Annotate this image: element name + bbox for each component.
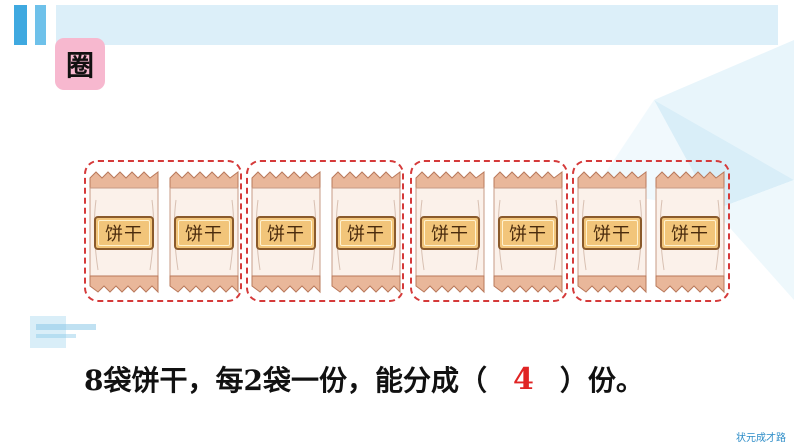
biscuit-label: 饼干	[420, 216, 480, 250]
biscuit-label: 饼干	[582, 216, 642, 250]
biscuit-pack: 饼干	[330, 170, 402, 294]
header-banner	[56, 5, 778, 45]
biscuit-label: 饼干	[498, 216, 558, 250]
biscuit-pack: 饼干	[492, 170, 564, 294]
biscuit-pack: 饼干	[576, 170, 648, 294]
group-circle-2	[246, 160, 404, 302]
biscuit-pack: 饼干	[414, 170, 486, 294]
biscuit-pack: 饼干	[654, 170, 726, 294]
biscuit-label: 饼干	[174, 216, 234, 250]
sentence-part-1: 8袋饼干，每2袋一份，能分成（	[84, 364, 487, 397]
answer-value: 4	[512, 361, 534, 397]
biscuit-row: 饼干 饼干 饼干 饼干	[84, 160, 730, 302]
biscuit-label: 饼干	[660, 216, 720, 250]
biscuit-pack: 饼干	[88, 170, 160, 294]
brand-text: 状元成才路	[736, 433, 786, 444]
circle-task-badge: 圈	[55, 38, 105, 90]
biscuit-label: 饼干	[256, 216, 316, 250]
group-circle-4	[572, 160, 730, 302]
question-sentence: 8袋饼干，每2袋一份，能分成（ 4 ）份。	[84, 356, 644, 402]
sentence-part-2: ）份。	[559, 364, 644, 397]
biscuit-pack: 饼干	[250, 170, 322, 294]
biscuit-label: 饼干	[94, 216, 154, 250]
group-circle-3	[410, 160, 568, 302]
group-circle-1	[84, 160, 242, 302]
watermark-logo	[30, 316, 96, 348]
header-accent-bar	[14, 5, 27, 45]
biscuit-label: 饼干	[336, 216, 396, 250]
biscuit-pack: 饼干	[168, 170, 240, 294]
header-accent-bar-2	[35, 5, 46, 45]
